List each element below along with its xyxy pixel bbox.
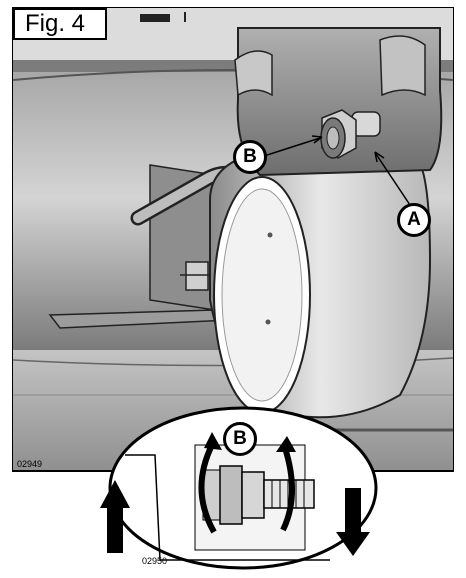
- down-arrow-icon: [336, 488, 370, 556]
- main-illustration: [13, 8, 453, 470]
- callout-b: B: [233, 140, 267, 174]
- callout-a: A: [397, 203, 431, 237]
- figure-code-inset: 02950: [142, 556, 168, 566]
- figure-code-main: 02949: [17, 459, 43, 469]
- callout-b-inset: B: [223, 422, 257, 456]
- figure-label: Fig. 4: [13, 8, 107, 40]
- inset-detail: [108, 406, 378, 570]
- up-arrow-icon: [100, 480, 130, 553]
